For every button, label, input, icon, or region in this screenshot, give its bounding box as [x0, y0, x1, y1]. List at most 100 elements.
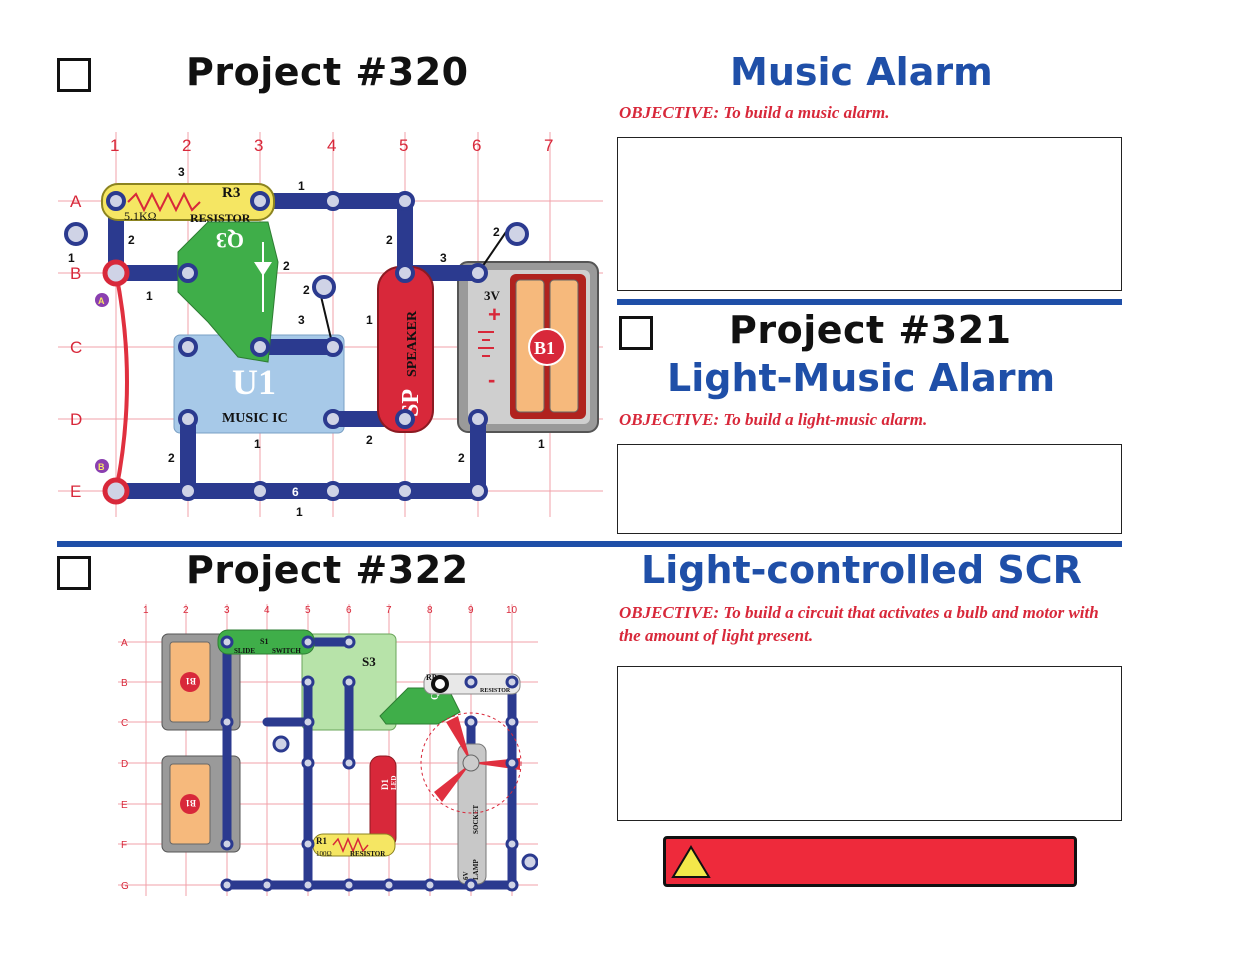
- level-number: 2: [303, 283, 310, 297]
- project-321-instructions-box: [617, 444, 1122, 534]
- project-321-subtitle: Light-Music Alarm: [667, 356, 1056, 400]
- socket-text: SOCKET: [472, 804, 480, 834]
- row-label: E: [70, 482, 81, 501]
- point-a-label: A: [98, 296, 105, 306]
- project-322-instructions-box: [617, 666, 1122, 821]
- checkbox-project-321[interactable]: [619, 316, 653, 350]
- checkbox-project-320[interactable]: [57, 58, 91, 92]
- wire-number: 6: [292, 485, 299, 499]
- level-number: 1: [298, 179, 305, 193]
- col-label: 10: [506, 605, 518, 616]
- b1-label: B1: [534, 338, 555, 358]
- slide-switch-s1: S1 SLIDE SWITCH: [217, 629, 315, 655]
- snaps: [220, 635, 538, 892]
- row-label: D: [121, 759, 128, 770]
- speaker-sp: SPEAKER SP: [377, 266, 434, 433]
- r3-value: 5.1KΩ: [124, 209, 157, 223]
- s1-text: SLIDE: [234, 647, 255, 655]
- divider-321: [617, 299, 1122, 305]
- row-label: F: [121, 840, 127, 851]
- point-b-label: B: [98, 462, 105, 472]
- row-label: C: [121, 718, 128, 729]
- battery-b1-bottom: B1: [161, 755, 241, 853]
- project-322-objective: OBJECTIVE: To build a circuit that activ…: [619, 603, 1099, 645]
- b1-voltage: 3V: [484, 288, 501, 303]
- battery-b1: B1 3V + -: [457, 261, 599, 433]
- level-number: 2: [128, 233, 135, 247]
- row-label: B: [121, 678, 128, 689]
- level-number: 3: [178, 165, 185, 179]
- s1-label: S1: [260, 637, 268, 646]
- row-label: D: [70, 410, 82, 429]
- col-label: 9: [468, 605, 474, 616]
- level-number: 2: [366, 433, 373, 447]
- lamp-text: LAMP: [472, 859, 480, 880]
- col-label: 4: [327, 136, 336, 155]
- warning-triangle-icon: [671, 845, 711, 878]
- row-label: B: [70, 264, 81, 283]
- s1-text2: SWITCH: [272, 647, 301, 655]
- project-322-title: Project #322: [186, 548, 469, 592]
- r1-text: RESISTOR: [350, 850, 386, 858]
- col-label: 2: [183, 605, 189, 616]
- snap-point-b: [102, 477, 130, 505]
- level-number: 2: [458, 451, 465, 465]
- row-label: C: [70, 338, 82, 357]
- lamp-voltage: 6V: [462, 871, 470, 880]
- d1-text: LED: [390, 776, 398, 790]
- level-number: 1: [366, 313, 373, 327]
- r3-label: R3: [222, 185, 240, 201]
- level-number: 2: [168, 451, 175, 465]
- snap-point-a: [102, 259, 130, 287]
- r1-label: R1: [316, 836, 327, 846]
- svg-text:+: +: [488, 302, 501, 327]
- row-label: E: [121, 800, 128, 811]
- snaps: [64, 191, 529, 501]
- col-label: 1: [110, 136, 119, 155]
- rp-label: RP: [426, 673, 437, 682]
- col-label: 6: [346, 605, 352, 616]
- music-ic-u1: U1 MUSIC IC: [173, 334, 345, 434]
- level-number: 2: [386, 233, 393, 247]
- col-label: 4: [264, 605, 270, 616]
- checkbox-project-322[interactable]: [57, 556, 91, 590]
- b1-label: B1: [185, 798, 196, 808]
- project-321-objective: OBJECTIVE: To build a light-music alarm.: [619, 410, 928, 429]
- resistor-r1: R1 100Ω RESISTOR: [312, 833, 396, 858]
- divider-322: [57, 541, 1122, 547]
- b1-label: B1: [185, 676, 196, 686]
- sp-text: SPEAKER: [405, 310, 420, 377]
- project-321-title: Project #321: [729, 308, 1012, 352]
- rp-text: RESISTOR: [480, 688, 511, 694]
- battery-b1-top: B1: [161, 633, 241, 731]
- level-number: 1: [296, 505, 303, 517]
- col-label: 8: [427, 605, 433, 616]
- col-label: 3: [224, 605, 230, 616]
- level-number: 2: [493, 225, 500, 239]
- row-label: A: [121, 638, 128, 649]
- warning-banner: [663, 836, 1077, 887]
- level-number: 1: [68, 251, 75, 265]
- row-label: G: [121, 881, 129, 892]
- level-number: 2: [283, 259, 290, 273]
- circuit-diagram-320: 1 2 3 4 5 6 7 A B C D E B1 3V + - U1 MUS…: [58, 132, 603, 517]
- level-number: 1: [254, 437, 261, 451]
- d1-label: D1: [380, 779, 390, 790]
- level-number: 3: [298, 313, 305, 327]
- project-320-objective: OBJECTIVE: To build a music alarm.: [619, 103, 890, 122]
- level-number: 1: [146, 289, 153, 303]
- col-label: 2: [182, 136, 191, 155]
- col-label: 7: [544, 136, 553, 155]
- col-label: 6: [472, 136, 481, 155]
- project-320-title: Project #320: [186, 50, 469, 94]
- r1-value: 100Ω: [316, 850, 332, 858]
- q3-label: Q3: [216, 228, 244, 253]
- u1-text: MUSIC IC: [222, 411, 288, 426]
- project-322-subtitle: Light-controlled SCR: [641, 548, 1082, 592]
- col-label: 3: [254, 136, 263, 155]
- col-label: 5: [305, 605, 311, 616]
- project-320-instructions-box: [617, 137, 1122, 291]
- level-number: 3: [440, 251, 447, 265]
- col-label: 1: [143, 605, 149, 616]
- col-label: 7: [386, 605, 392, 616]
